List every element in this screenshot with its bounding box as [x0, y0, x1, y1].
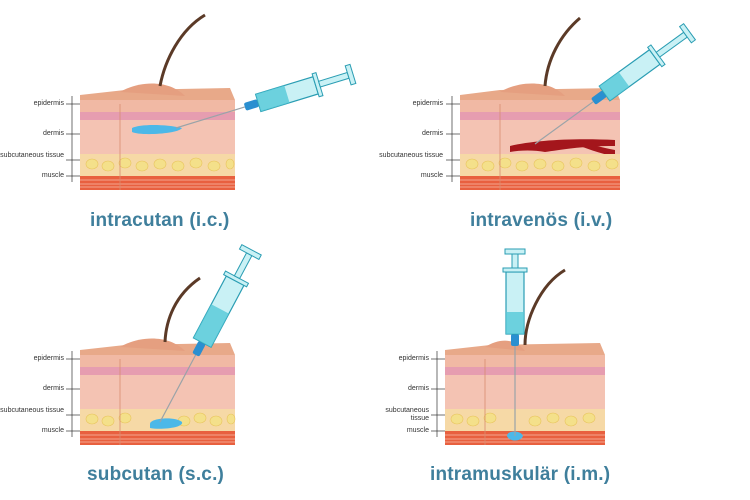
epidermis-layer: [445, 355, 605, 367]
label-epidermis: epidermis: [33, 355, 64, 362]
needle: [159, 354, 197, 423]
label-muscle: muscle: [41, 427, 64, 434]
muscle-layer: [80, 176, 235, 190]
injected-fluid: [150, 418, 183, 429]
muscle-fibers: [445, 434, 605, 443]
syringe-fluid: [193, 304, 229, 348]
hair: [158, 13, 206, 87]
label-subcutaneous-tissue: subcutaneous tissue: [379, 152, 443, 159]
caption-subcutan: subcutan (s.c.): [87, 464, 225, 485]
plunger-rod: [317, 71, 350, 88]
syringe-fluid: [506, 312, 524, 334]
label-dermis: dermis: [407, 385, 429, 392]
muscle-fibers: [80, 179, 235, 188]
needle: [534, 101, 594, 145]
plunger-rod: [233, 252, 253, 280]
fat-globules: [450, 412, 596, 427]
label-subcutaneous-tissue: subcutaneous tissue: [385, 407, 429, 422]
caption-intramuskulaer: intramuskulär (i.m.): [430, 464, 611, 485]
fat-globules: [85, 412, 236, 427]
fat-globules: [465, 157, 619, 172]
plunger-thumb: [238, 243, 262, 261]
dermis-layer: [445, 375, 605, 409]
injected-fluid: [132, 125, 182, 135]
skin-top-bump: [500, 83, 565, 96]
dermis-layer: [80, 375, 235, 409]
label-subcutaneous-tissue: subcutaneous tissue: [0, 152, 64, 159]
skin-top-bump: [120, 338, 185, 351]
label-bracket: [446, 96, 460, 182]
skin-block-intracutan: [66, 13, 357, 190]
skin-block: [80, 338, 236, 445]
syringe: [159, 243, 262, 423]
panel-intramuskulaer: epidermis dermis subcutaneous tissue mus…: [375, 248, 750, 500]
epidermis-basal-layer: [80, 112, 235, 120]
syringe-fluid: [599, 72, 630, 101]
needle-hub: [511, 334, 519, 346]
plunger-thumb: [504, 248, 526, 255]
label-muscle: muscle: [420, 172, 443, 179]
panel-intracutan: epidermis dermis subcutaneous tissue mus…: [0, 0, 375, 250]
label-epidermis: epidermis: [412, 100, 443, 107]
fat-globules: [85, 157, 235, 172]
syringe-fluid: [255, 85, 290, 112]
epidermis-basal-layer: [460, 112, 620, 120]
hair: [163, 276, 201, 343]
caption-intracutan: intracutan (i.c.): [90, 210, 230, 231]
muscle-layer: [460, 176, 620, 190]
caption-intravenoes: intravenös (i.v.): [470, 210, 613, 231]
plunger-thumb: [678, 22, 697, 44]
barrel-flange: [502, 267, 528, 273]
label-dermis: dermis: [42, 385, 64, 392]
needle: [175, 106, 246, 129]
muscle-fibers: [80, 434, 235, 443]
skin-block-intramuskulaer: [431, 248, 605, 445]
epidermis-basal-layer: [80, 367, 235, 375]
label-dermis: dermis: [421, 130, 443, 137]
skin-top-bump: [120, 83, 185, 96]
panel-subcutan: epidermis dermis subcutaneous tissue mus…: [0, 243, 375, 500]
label-epidermis: epidermis: [33, 100, 64, 107]
label-epidermis: epidermis: [398, 355, 429, 362]
label-bracket: [66, 351, 80, 437]
syringe: [175, 63, 357, 129]
muscle-layer: [80, 431, 235, 445]
syringe: [534, 22, 697, 145]
syringe: [502, 248, 528, 436]
label-subcutaneous-tissue: subcutaneous tissue: [0, 407, 64, 414]
label-dermis: dermis: [42, 130, 64, 137]
plunger-rod: [511, 253, 519, 269]
needle-hub: [244, 99, 259, 111]
skin-block-intravenoes: [446, 16, 697, 190]
epidermis-basal-layer: [445, 367, 605, 375]
plunger-thumb: [344, 63, 357, 86]
label-muscle: muscle: [41, 172, 64, 179]
label-bracket: [431, 351, 445, 437]
label-bracket: [66, 96, 80, 182]
skin-block: [80, 83, 235, 190]
vein-branch: [570, 140, 615, 156]
panel-intravenoes: epidermis dermis subcutaneous tissue mus…: [375, 0, 750, 250]
skin-block: [445, 340, 605, 445]
plunger-rod: [655, 31, 688, 58]
hair: [523, 268, 566, 346]
muscle-layer: [445, 431, 605, 445]
label-muscle: muscle: [406, 427, 429, 434]
muscle-fibers: [460, 179, 620, 188]
needle-hub: [192, 341, 206, 357]
skin-block: [460, 83, 620, 190]
epidermis-layer: [80, 355, 235, 367]
epidermis-layer: [80, 100, 235, 112]
hair: [543, 16, 581, 87]
skin-block-subcutan: [66, 243, 262, 445]
needle-hub: [591, 91, 607, 105]
